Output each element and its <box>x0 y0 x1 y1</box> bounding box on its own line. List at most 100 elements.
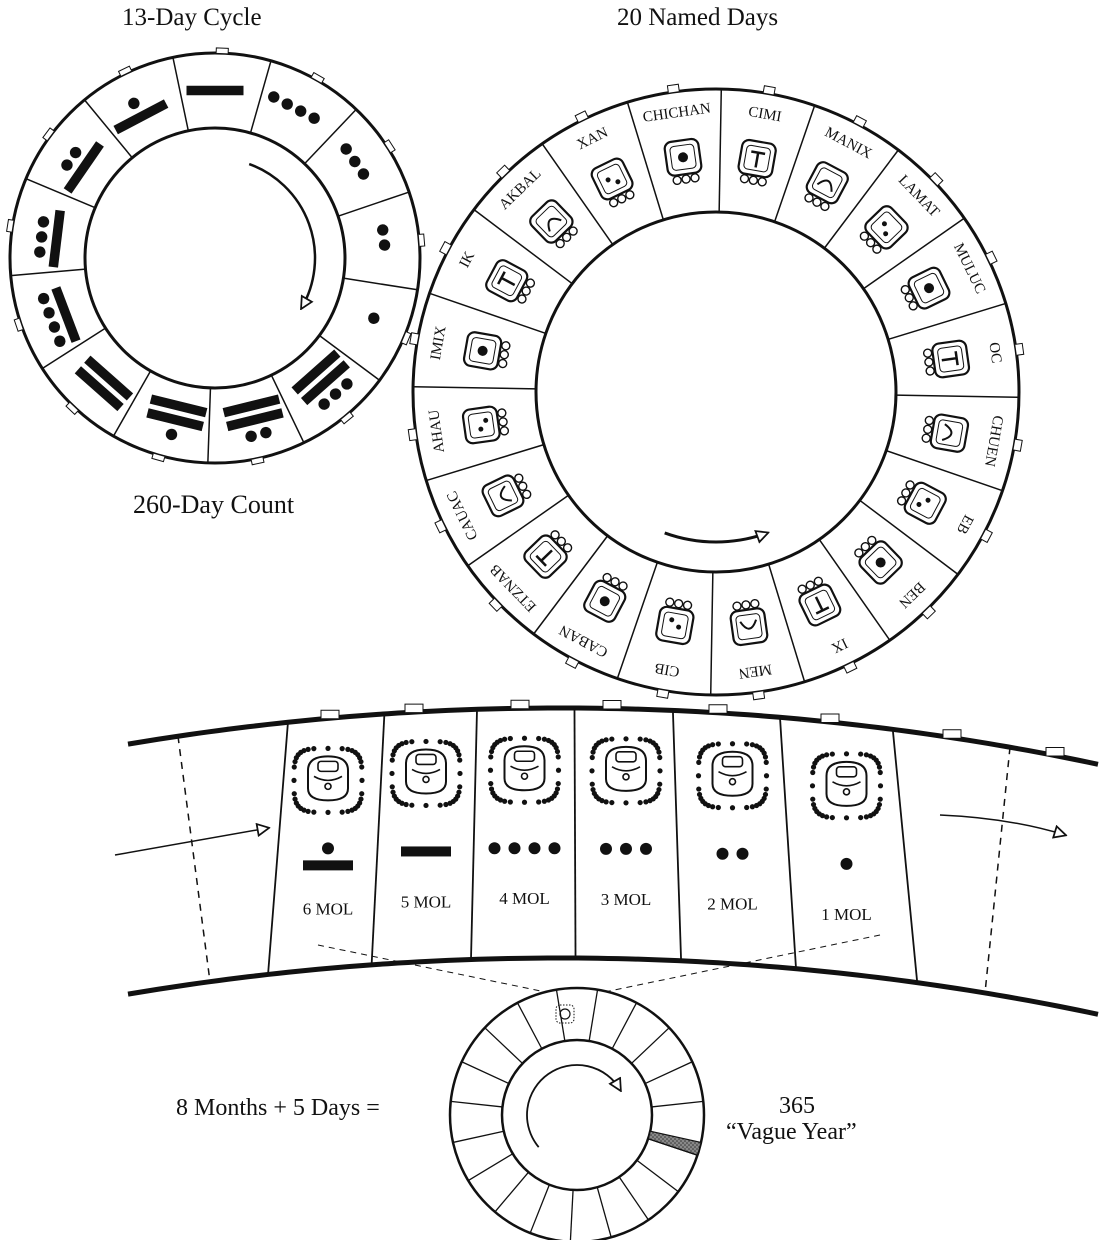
frame-dot <box>810 770 815 775</box>
numeral-dot <box>717 848 729 860</box>
frame-dot <box>340 810 345 815</box>
month-numeral-1 <box>841 858 853 870</box>
month-cell-divider <box>372 714 385 964</box>
month-cell-divider <box>673 711 681 961</box>
frame-dot <box>864 814 869 819</box>
frame-dot <box>604 737 609 742</box>
frame-dot <box>291 778 296 783</box>
mol-glyph-icon <box>606 747 646 791</box>
vague-year-equation: 8 Months + 5 Days = <box>176 1095 380 1122</box>
ring-tooth <box>216 48 228 53</box>
numeral-dot <box>841 858 853 870</box>
thirteen-day-cycle-ring <box>7 48 425 465</box>
band-inflow-arrow <box>115 828 268 855</box>
frame-dot <box>716 741 721 746</box>
frame-dot <box>763 754 768 759</box>
band-dashed-boundary <box>178 736 210 981</box>
frame-dot <box>696 773 701 778</box>
band-tooth <box>1046 748 1064 756</box>
frame-dot <box>457 771 462 776</box>
frame-dot <box>306 747 311 752</box>
frame-dot <box>340 746 345 751</box>
month-cell-divider <box>780 718 796 968</box>
month-label: 3 MOL <box>601 890 652 909</box>
frame-dot <box>555 749 560 754</box>
frame-dot <box>390 784 395 789</box>
frame-dot <box>590 782 595 787</box>
frame-dot <box>556 754 561 759</box>
numeral-dot <box>322 842 334 854</box>
frame-dot <box>390 790 395 795</box>
day-name-label: OC <box>985 341 1004 364</box>
frame-dot <box>623 736 628 741</box>
frame-dot <box>556 768 561 773</box>
frame-dot <box>878 797 883 802</box>
frame-dot <box>744 805 749 810</box>
frame-dot <box>488 781 493 786</box>
frame-dot <box>522 800 527 805</box>
vague-year-total: 365 <box>779 1093 815 1120</box>
frame-dot <box>359 791 364 796</box>
frame-dot <box>878 783 883 788</box>
frame-dot <box>638 800 643 805</box>
month-numeral-4 <box>489 842 561 854</box>
frame-dot <box>877 765 882 770</box>
band-tooth <box>511 700 529 708</box>
month-label: 2 MOL <box>707 895 758 914</box>
frame-dot <box>456 752 461 757</box>
frame-dot <box>824 752 829 757</box>
frame-dot <box>844 751 849 756</box>
frame-dot <box>878 770 883 775</box>
frame-dot <box>508 799 513 804</box>
month-label: 6 MOL <box>303 899 354 918</box>
frame-dot <box>556 781 561 786</box>
frame-dot <box>404 740 409 745</box>
vague-year-name: “Vague Year” <box>726 1119 857 1146</box>
inner-rim <box>502 1040 652 1190</box>
band-tooth <box>603 701 621 709</box>
mol-glyph-icon <box>827 762 867 806</box>
month-cell-3: 3 MOL <box>589 736 662 909</box>
numeral-dot <box>529 842 541 854</box>
frame-dot <box>844 815 849 820</box>
numeral-dot <box>600 843 612 855</box>
mol-glyph-icon <box>308 756 348 800</box>
month-cell-1: 1 MOL <box>810 751 883 924</box>
frame-dot <box>457 784 462 789</box>
frame-dot <box>325 746 330 751</box>
twenty-named-days-title: 20 Named Days <box>617 4 778 32</box>
frame-dot <box>750 804 755 809</box>
frame-dot <box>716 805 721 810</box>
frame-dot <box>643 799 648 804</box>
frame-dot <box>830 815 835 820</box>
vague-year-wheel <box>450 988 704 1240</box>
numeral-dot <box>549 842 561 854</box>
zoom-line <box>590 935 880 995</box>
frame-dot <box>292 791 297 796</box>
frame-dot <box>656 750 661 755</box>
month-label: 5 MOL <box>401 892 452 911</box>
frame-dot <box>292 764 297 769</box>
band-tooth <box>321 710 339 718</box>
frame-dot <box>697 792 702 797</box>
frame-dot <box>858 815 863 820</box>
month-cell-6: 6 MOL <box>291 746 364 919</box>
frame-dot <box>623 800 628 805</box>
band-tooth <box>709 705 727 713</box>
frame-dot <box>830 751 835 756</box>
frame-dot <box>345 809 350 814</box>
frame-dot <box>423 739 428 744</box>
frame-dot <box>457 758 462 763</box>
frame-dot <box>502 737 507 742</box>
frame-dot <box>359 764 364 769</box>
month-cell-divider <box>471 709 477 959</box>
inner-rim <box>85 128 345 388</box>
numeral-dot <box>640 843 652 855</box>
frame-dot <box>589 768 594 773</box>
mol-glyph-icon <box>713 752 753 796</box>
frame-dot <box>438 803 443 808</box>
month-cell-divider <box>574 708 575 958</box>
ring-tooth <box>419 234 425 246</box>
frame-dot <box>292 796 297 801</box>
frame-dot <box>744 741 749 746</box>
